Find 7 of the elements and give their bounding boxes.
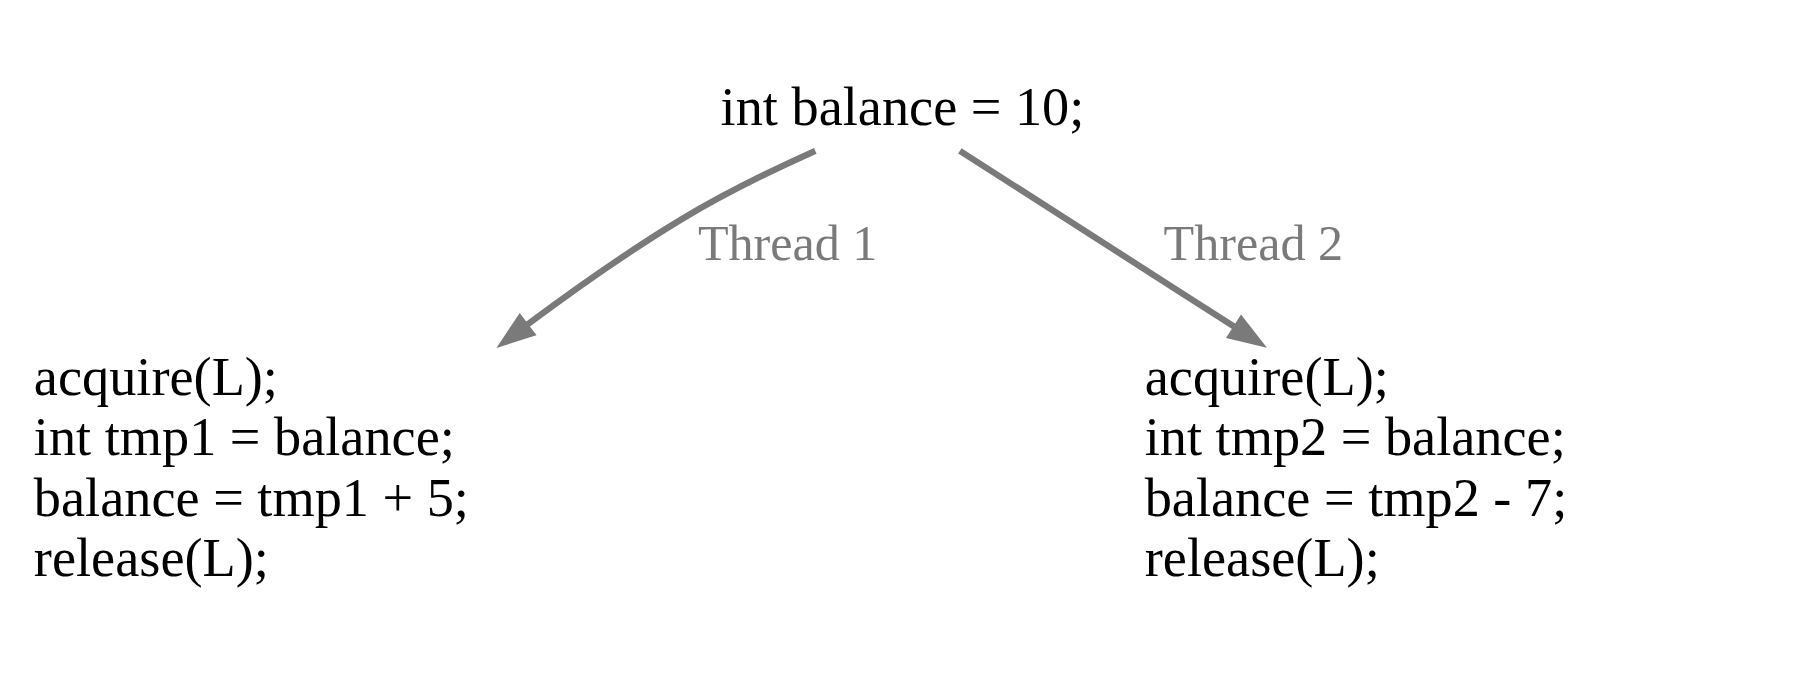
arrow bbox=[958, 148, 1267, 348]
node-text: acquire(L); int tmp1 = balance; balance = tmp1 + 5; release(L); bbox=[33, 346, 469, 589]
edge-label: Thread 1 bbox=[697, 214, 878, 271]
edge-label: Thread 2 bbox=[1163, 214, 1344, 271]
node-text: int balance = 10; bbox=[720, 77, 1085, 138]
node-text: acquire(L); int tmp2 = balance; balance = tmp2 - 7; release(L); bbox=[1144, 346, 1568, 589]
arrow bbox=[496, 147, 817, 348]
